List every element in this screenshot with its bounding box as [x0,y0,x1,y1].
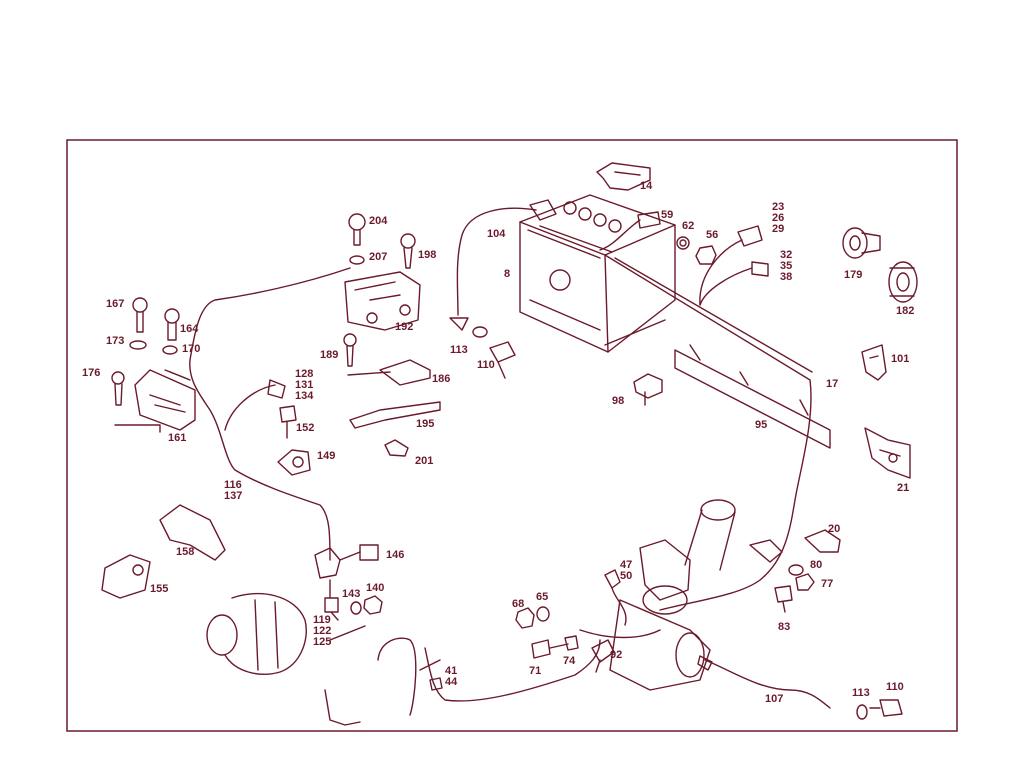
label-20: 20 [828,523,840,535]
label-41: 41 [445,665,457,677]
label-128: 128 [295,368,313,380]
label-143: 143 [342,588,360,600]
hold-down-bracket-part [596,162,651,191]
label-170: 170 [182,343,200,355]
label-173: 173 [106,335,124,347]
label-83: 83 [778,621,790,633]
label-21: 21 [897,482,909,494]
label-8: 8 [504,268,510,280]
alternator-part [206,592,366,675]
label-17: 17 [826,378,838,390]
fuse-block-161 [134,369,196,431]
label-161: 161 [168,432,186,444]
label-186: 186 [432,373,450,385]
label-122: 122 [313,625,331,637]
label-158: 158 [176,546,194,558]
starter-motor-part [579,499,736,691]
label-195: 195 [416,418,434,430]
label-71: 71 [529,665,541,677]
label-189: 189 [320,349,338,361]
label-23: 23 [772,201,784,213]
label-167: 167 [106,298,124,310]
label-56: 56 [706,229,718,241]
label-77: 77 [821,578,833,590]
label-110-top: 110 [477,359,495,371]
label-65: 65 [536,591,548,603]
label-26: 26 [772,212,784,224]
label-182: 182 [896,305,914,317]
label-50: 50 [620,570,632,582]
label-176: 176 [82,367,100,379]
label-14: 14 [640,180,653,192]
label-116: 116 [224,479,242,491]
label-44: 44 [445,676,458,688]
bracket-155 [101,554,151,599]
label-201: 201 [415,455,433,467]
label-29: 29 [772,223,784,235]
label-119: 119 [313,614,331,626]
label-140: 140 [366,582,384,594]
label-113-top: 113 [450,344,468,356]
label-92: 92 [610,649,622,661]
label-107: 107 [765,693,783,705]
battery-part [519,194,676,353]
label-198: 198 [418,249,436,261]
label-32: 32 [780,249,792,261]
label-137: 137 [224,490,242,502]
label-59: 59 [661,209,673,221]
label-104: 104 [487,228,506,240]
label-164: 164 [180,323,199,335]
wiring-harness-116 [189,267,351,561]
battery-cable-104 [456,207,537,316]
plate-195 [349,401,441,429]
cable-17 [604,254,812,611]
label-152: 152 [296,422,314,434]
label-179: 179 [844,269,862,281]
label-35: 35 [780,260,792,272]
label-68: 68 [512,598,524,610]
label-80: 80 [810,559,822,571]
support-rail-95 [674,344,831,449]
diagram-frame [66,139,958,732]
label-95: 95 [755,419,767,431]
label-113-bottom: 113 [852,687,870,699]
label-155: 155 [150,583,168,595]
label-110-bottom: 110 [886,681,904,693]
bracket-158 [159,504,226,561]
label-62: 62 [682,220,694,232]
label-149: 149 [317,450,335,462]
label-98: 98 [612,395,624,407]
label-131: 131 [295,379,313,391]
label-204: 204 [369,215,388,227]
label-101: 101 [891,353,909,365]
label-134: 134 [295,390,314,402]
label-47: 47 [620,559,632,571]
label-74: 74 [563,655,576,667]
label-146: 146 [386,549,404,561]
label-192: 192 [395,321,413,333]
label-125: 125 [313,636,331,648]
relay-base-192 [344,271,421,331]
cable-107 [704,659,831,709]
label-38: 38 [780,271,792,283]
label-207: 207 [369,251,387,263]
